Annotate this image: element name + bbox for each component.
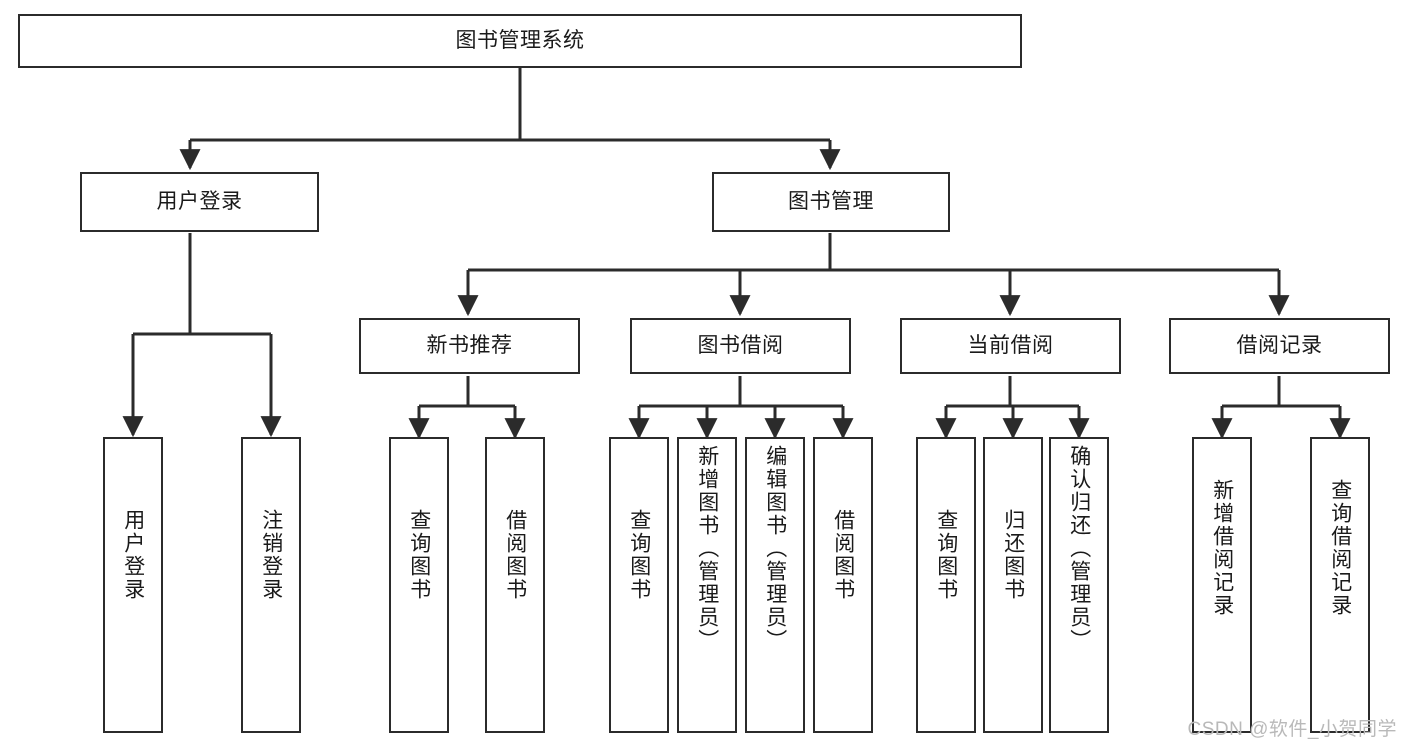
node-leaf-confirm-return-label: 确认归还（管理员）	[1067, 445, 1091, 652]
node-leaf-query-book-2[interactable]: 查询图书	[609, 437, 669, 733]
node-leaf-query-record[interactable]: 查询借阅记录	[1310, 437, 1370, 733]
node-leaf-query-book-1-label: 查询图书	[407, 509, 431, 601]
node-new-book-recommend[interactable]: 新书推荐	[359, 318, 580, 374]
node-current-borrow-label: 当前借阅	[967, 334, 1054, 358]
node-leaf-add-record-label: 新增借阅记录	[1210, 479, 1234, 617]
node-book-borrow[interactable]: 图书借阅	[630, 318, 851, 374]
node-user-login[interactable]: 用户登录	[80, 172, 319, 232]
node-user-login-label: 用户登录	[156, 190, 243, 214]
node-leaf-borrow-book-1-label: 借阅图书	[503, 509, 527, 601]
node-leaf-edit-book[interactable]: 编辑图书（管理员）	[745, 437, 805, 733]
node-leaf-add-book-label: 新增图书（管理员）	[695, 445, 719, 652]
node-book-borrow-label: 图书借阅	[697, 334, 784, 358]
node-leaf-add-book[interactable]: 新增图书（管理员）	[677, 437, 737, 733]
node-leaf-return-book[interactable]: 归还图书	[983, 437, 1043, 733]
node-leaf-logout-login-label: 注销登录	[259, 509, 283, 601]
node-new-book-recommend-label: 新书推荐	[426, 334, 513, 358]
node-leaf-query-book-1[interactable]: 查询图书	[389, 437, 449, 733]
node-root-book-management-system[interactable]: 图书管理系统	[18, 14, 1022, 68]
node-leaf-edit-book-label: 编辑图书（管理员）	[763, 445, 787, 652]
node-borrow-record[interactable]: 借阅记录	[1169, 318, 1390, 374]
node-leaf-query-record-label: 查询借阅记录	[1328, 479, 1352, 617]
node-leaf-logout-login[interactable]: 注销登录	[241, 437, 301, 733]
node-leaf-borrow-book-1[interactable]: 借阅图书	[485, 437, 545, 733]
node-leaf-query-book-2-label: 查询图书	[627, 509, 651, 601]
node-leaf-query-book-3[interactable]: 查询图书	[916, 437, 976, 733]
node-leaf-user-login[interactable]: 用户登录	[103, 437, 163, 733]
node-book-management[interactable]: 图书管理	[712, 172, 950, 232]
node-book-management-label: 图书管理	[788, 190, 874, 214]
node-leaf-borrow-book-2-label: 借阅图书	[831, 509, 855, 601]
node-root-label: 图书管理系统	[455, 29, 585, 53]
node-leaf-confirm-return[interactable]: 确认归还（管理员）	[1049, 437, 1109, 733]
node-borrow-record-label: 借阅记录	[1236, 334, 1323, 358]
node-leaf-user-login-label: 用户登录	[121, 509, 145, 601]
node-current-borrow[interactable]: 当前借阅	[900, 318, 1121, 374]
node-leaf-query-book-3-label: 查询图书	[934, 509, 958, 601]
node-leaf-return-book-label: 归还图书	[1001, 509, 1025, 601]
node-leaf-borrow-book-2[interactable]: 借阅图书	[813, 437, 873, 733]
node-leaf-add-record[interactable]: 新增借阅记录	[1192, 437, 1252, 733]
